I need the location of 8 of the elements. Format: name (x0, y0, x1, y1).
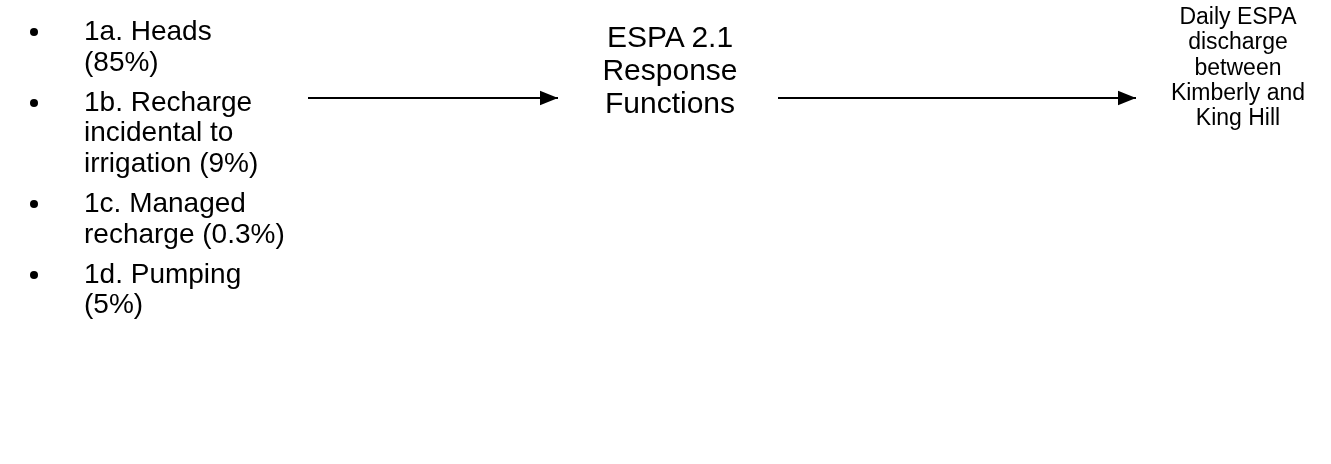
node-text: Daily ESPA discharge between Kimberly and King Hill (1169, 4, 1307, 131)
arrow (307, 90, 559, 106)
arrow (777, 90, 1137, 106)
list-item-text: 1a. Heads (85%) (84, 16, 213, 78)
list-item-text: 1d. Pumping (5%) (84, 258, 243, 321)
list-item-text: 1b. Recharge incidental to irrigation (9%) (84, 86, 260, 179)
list-item-text: 1c. Managed recharge (0.3%) (84, 188, 286, 250)
node-text: ESPA 2.1 Response Functions (601, 20, 739, 119)
